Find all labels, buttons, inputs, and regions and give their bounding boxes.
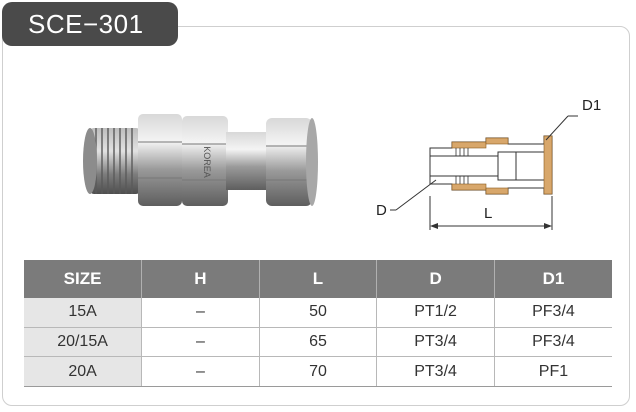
cell-d: PT3/4	[376, 356, 495, 387]
product-card-frame	[2, 26, 630, 406]
cell-h: –	[141, 356, 260, 387]
product-title-tab: SCE−301	[2, 2, 178, 46]
korea-stamp: KOREA	[202, 146, 212, 178]
cell-size: 20A	[24, 356, 142, 387]
header-h: H	[141, 260, 260, 298]
cell-d: PT3/4	[376, 327, 495, 358]
header-d: D	[376, 260, 495, 298]
header-size: SIZE	[24, 260, 142, 298]
threaded-end	[83, 128, 140, 194]
table-row: 15A – 50 PT1/2 PF3/4	[24, 298, 612, 328]
header-l: L	[258, 260, 377, 298]
cell-size: 15A	[24, 298, 142, 328]
fitting-photo: KOREA	[83, 114, 318, 206]
pipe-body	[226, 132, 270, 190]
cell-d1: PF1	[493, 356, 612, 387]
cell-size: 20/15A	[24, 327, 142, 358]
product-code: SCE−301	[28, 8, 144, 39]
cell-d1: PF3/4	[493, 327, 612, 358]
table-row: 20/15A – 65 PT3/4 PF3/4	[24, 327, 612, 358]
cell-d: PT1/2	[376, 298, 495, 328]
cell-h: –	[141, 298, 260, 328]
header-d1: D1	[493, 260, 612, 298]
cell-h: –	[141, 327, 260, 358]
cross-section-diagram: D1 D L	[376, 97, 601, 230]
cell-l: 65	[258, 327, 377, 358]
hex-nut-center	[182, 116, 228, 206]
spec-table: SIZE H L D D1 15A – 50 PT1/2 PF3/4 20/15…	[24, 260, 612, 387]
label-l: L	[484, 205, 492, 222]
cell-l: 50	[258, 298, 377, 328]
hex-nut-right	[266, 118, 312, 206]
hex-nut-left	[138, 114, 182, 206]
table-row: 20A – 70 PT3/4 PF1	[24, 356, 612, 387]
cell-d1: PF3/4	[493, 298, 612, 328]
label-d1: D1	[582, 97, 601, 114]
table-header-row: SIZE H L D D1	[24, 260, 612, 298]
label-d: D	[376, 202, 387, 219]
cell-l: 70	[258, 356, 377, 387]
